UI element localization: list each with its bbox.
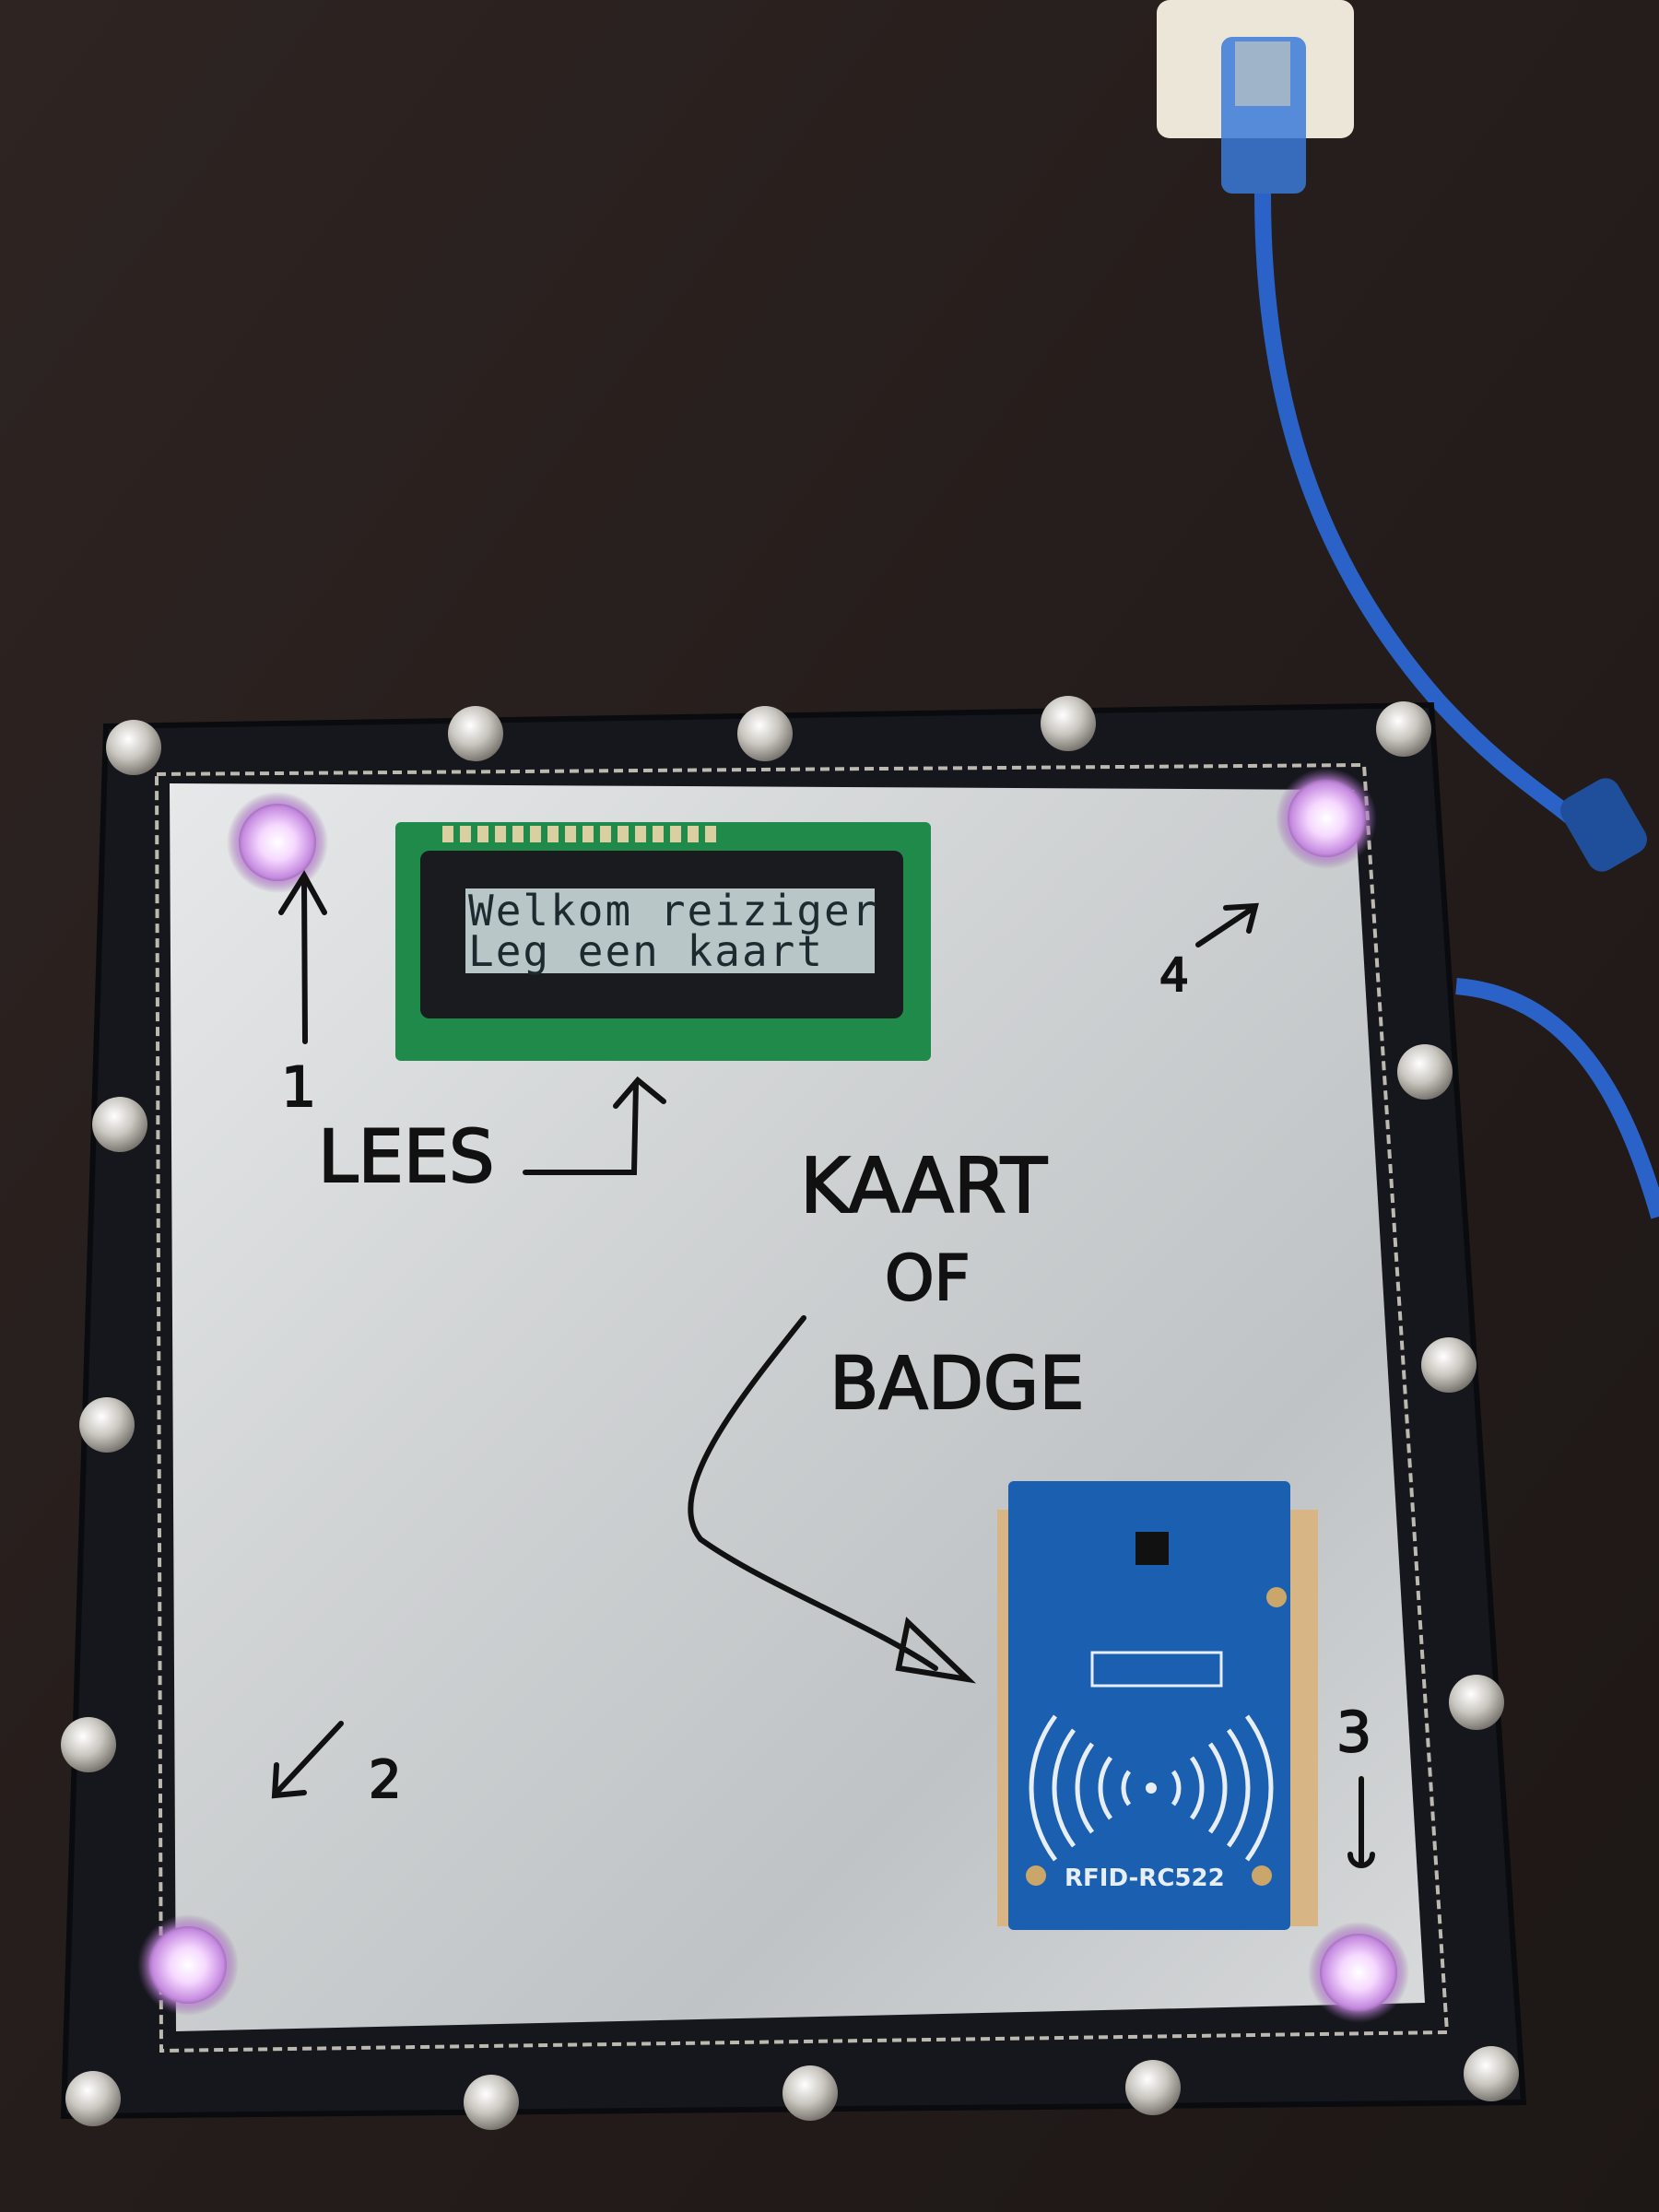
rfid-label: RFID-RC522 — [1065, 1865, 1225, 1892]
rivet — [79, 1397, 135, 1453]
rivet — [782, 2065, 838, 2121]
arrow-to-led-2 — [271, 1721, 344, 1799]
led-light — [137, 1914, 239, 2016]
rivet — [464, 2075, 519, 2130]
label-badge: BADGE — [830, 1343, 1085, 1426]
arrow-up-to-led-1 — [278, 870, 327, 1044]
rivet — [1421, 1337, 1477, 1393]
rivet — [1397, 1044, 1453, 1100]
label-2: 2 — [369, 1750, 402, 1810]
lcd-pin — [547, 826, 559, 842]
lcd-pin — [477, 826, 488, 842]
usb-cable-loop — [1455, 978, 1659, 1219]
lcd-pin — [512, 826, 524, 842]
rivet — [106, 720, 161, 775]
antenna-arc — [1226, 1728, 1251, 1848]
antenna-arc — [1244, 1714, 1274, 1862]
rivets — [61, 696, 1519, 2130]
cable-ferrite — [1560, 778, 1647, 872]
rivet — [1125, 2060, 1181, 2115]
lcd-pin — [530, 826, 541, 842]
lcd-pin — [635, 826, 646, 842]
rivet — [65, 2071, 121, 2126]
led-light — [1276, 768, 1377, 869]
rivet — [1464, 2046, 1519, 2101]
rivet — [61, 1717, 116, 1772]
rivet — [1041, 696, 1096, 751]
arrow-to-lcd — [523, 1076, 666, 1175]
rivet — [1449, 1675, 1504, 1730]
lcd-module: Welkom reiziger Leg een kaart — [395, 822, 931, 1061]
arrow-to-led-4 — [1195, 902, 1259, 947]
arrow-to-rfid — [688, 1315, 977, 1684]
antenna-arc — [1029, 1714, 1058, 1862]
lcd-pin — [565, 826, 576, 842]
rfid-module: RFID-RC522 — [997, 1481, 1318, 1930]
antenna-arc — [1207, 1742, 1228, 1834]
lcd-pin — [600, 826, 611, 842]
rivet — [448, 706, 503, 761]
leather-stitching — [154, 762, 1450, 2053]
lcd-pin — [460, 826, 471, 842]
lcd-pin — [705, 826, 716, 842]
led-light — [1308, 1922, 1409, 2023]
arrow-to-led-3 — [1347, 1776, 1375, 1868]
rivet — [1376, 701, 1431, 757]
antenna-arc — [1052, 1728, 1077, 1848]
lcd-pin — [618, 826, 629, 842]
antenna-arc — [1171, 1770, 1182, 1806]
antenna-arc — [1098, 1756, 1113, 1820]
lcd-pin — [670, 826, 681, 842]
antenna-arc — [1121, 1770, 1132, 1806]
lcd-pin — [495, 826, 506, 842]
lcd-pin — [442, 826, 453, 842]
label-lees: LEES — [318, 1116, 495, 1199]
label-4: 4 — [1159, 948, 1189, 1002]
leds — [137, 768, 1409, 2023]
rivet — [92, 1097, 147, 1152]
lcd-line-1: Welkom reiziger — [468, 886, 878, 935]
lcd-line-2: Leg een kaart — [468, 926, 824, 976]
lcd-pin — [653, 826, 664, 842]
label-of: OF — [885, 1242, 971, 1315]
rivet — [737, 706, 793, 761]
handwritten-annotations — [271, 870, 1375, 1868]
label-3: 3 — [1336, 1700, 1371, 1765]
usb-power-adapter — [1157, 0, 1354, 194]
label-1: 1 — [281, 1055, 316, 1120]
antenna-arc — [1189, 1756, 1205, 1820]
label-kaart: KAART — [800, 1143, 1048, 1230]
lcd-pin — [582, 826, 594, 842]
led-light — [227, 792, 328, 893]
antenna-arc — [1075, 1742, 1095, 1834]
lcd-pin — [688, 826, 699, 842]
